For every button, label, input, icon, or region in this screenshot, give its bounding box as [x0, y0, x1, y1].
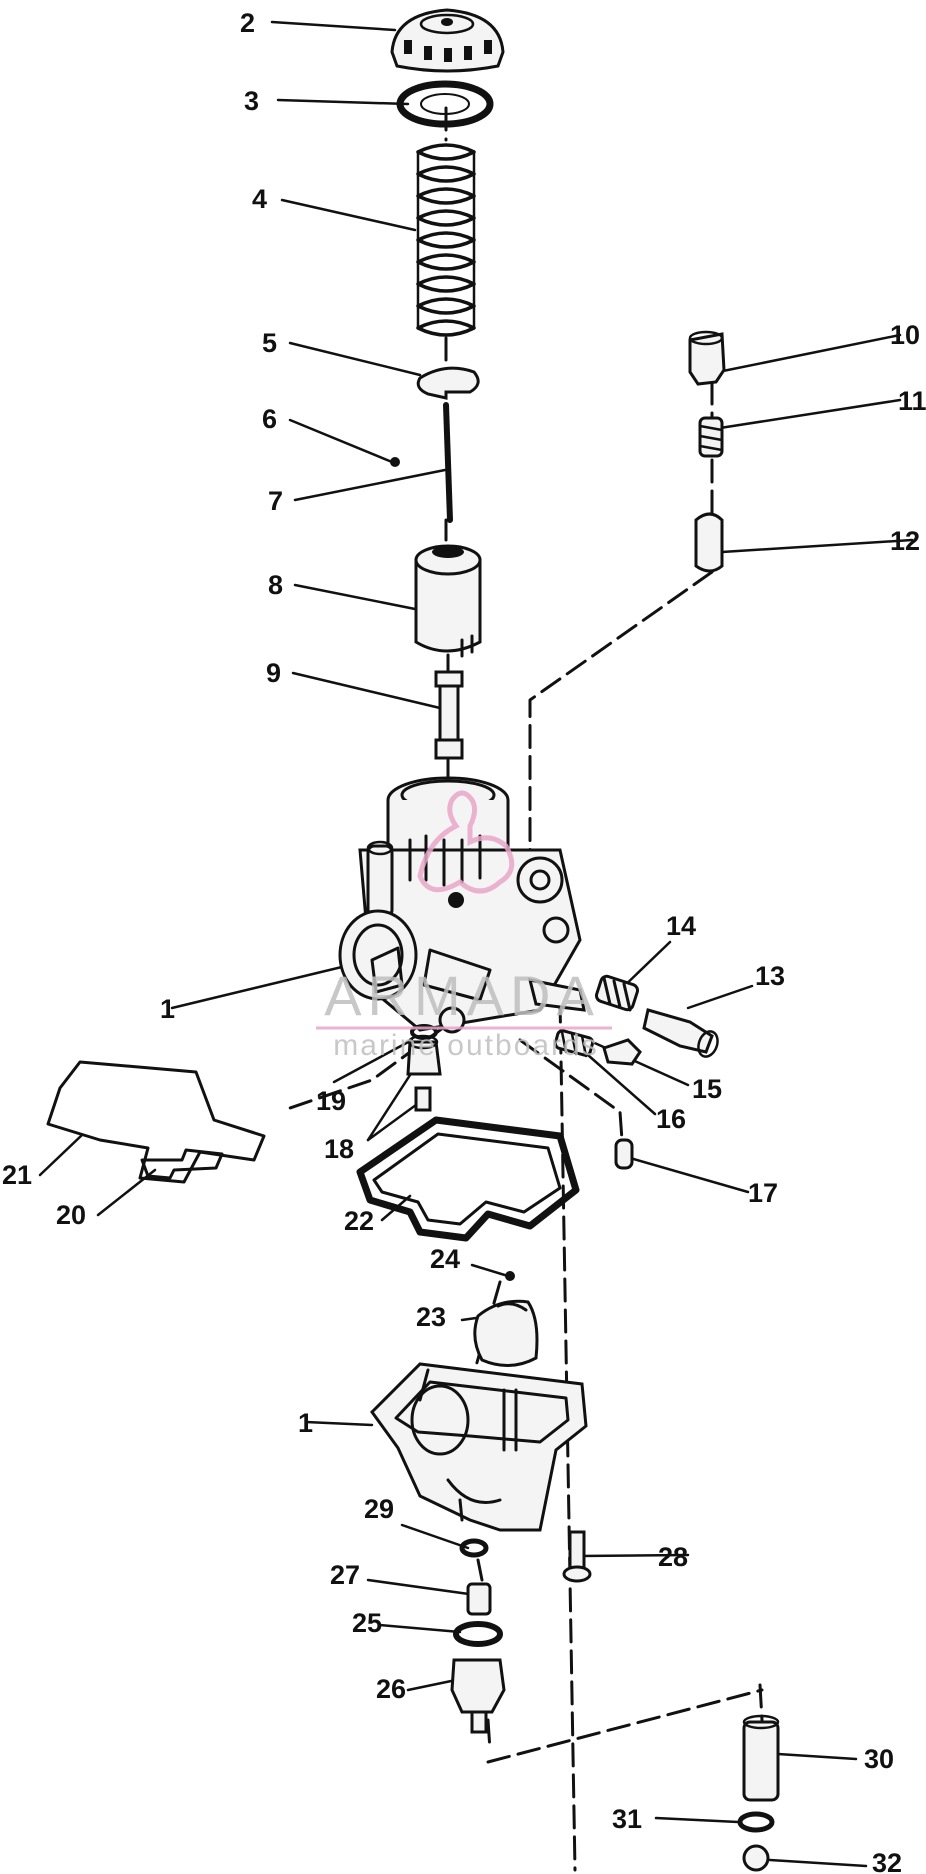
part-carburetor-body [338, 776, 586, 1034]
callout-7: 7 [268, 486, 283, 516]
part-float-bowl-gasket [356, 1116, 580, 1242]
callout-6: 6 [262, 404, 277, 434]
callout-9: 9 [266, 658, 281, 688]
callout-20: 20 [56, 1200, 86, 1230]
callout-21: 21 [2, 1160, 32, 1190]
watermark: ARMADA marine outboards [316, 790, 612, 1062]
callout-24: 24 [430, 1244, 460, 1274]
callout-1-bowl: 1 [298, 1408, 313, 1438]
callout-22: 22 [344, 1206, 374, 1236]
part-cap [390, 8, 505, 73]
callout-14: 14 [666, 911, 696, 941]
part-small-spring [698, 416, 724, 458]
watermark-brand: ARMADA [324, 964, 600, 1027]
part-gasket-sheet [46, 1060, 266, 1184]
callout-2: 2 [240, 8, 255, 38]
callout-17: 17 [748, 1178, 778, 1208]
callout-labels: 2 3 4 5 6 7 8 9 10 11 12 1 14 13 15 16 1… [2, 8, 926, 1874]
part-float-pin [505, 1271, 515, 1281]
callout-4: 4 [252, 184, 267, 214]
part-spring [416, 143, 476, 337]
callout-8: 8 [268, 570, 283, 600]
callout-32: 32 [872, 1848, 902, 1874]
watermark-tagline: marine outboards [333, 1029, 598, 1062]
part-plunger-cover [742, 1714, 780, 1802]
part-cover-screw [742, 1844, 770, 1872]
part-bowl-screw [562, 1530, 592, 1583]
callout-19: 19 [316, 1086, 346, 1116]
part-drain-washer [459, 1538, 489, 1558]
callout-13: 13 [755, 961, 785, 991]
part-clip [390, 457, 400, 467]
callout-15: 15 [692, 1074, 722, 1104]
callout-23: 23 [416, 1302, 446, 1332]
callout-11: 11 [898, 386, 926, 416]
callout-10: 10 [890, 320, 920, 350]
callout-18: 18 [324, 1134, 354, 1164]
callout-5: 5 [262, 328, 277, 358]
part-needle-jet [434, 670, 464, 760]
watermark-logo-icon [417, 790, 515, 894]
callout-12: 12 [890, 526, 920, 556]
part-pilot-spring [553, 1029, 595, 1058]
part-jet-needle [443, 402, 453, 523]
callout-26: 26 [376, 1674, 406, 1704]
callout-1-body: 1 [160, 994, 175, 1024]
part-main-jet [466, 1582, 492, 1616]
callout-27: 27 [330, 1560, 360, 1590]
callout-3: 3 [244, 86, 259, 116]
part-plug [614, 1138, 634, 1170]
part-o-ring-small [410, 1024, 438, 1040]
callout-30: 30 [864, 1744, 894, 1774]
callout-31: 31 [612, 1804, 642, 1834]
part-float-bowl [370, 1362, 588, 1532]
callout-25: 25 [352, 1608, 382, 1638]
part-retainer-plate [416, 366, 480, 400]
callout-28: 28 [658, 1542, 688, 1572]
part-float [473, 1299, 539, 1367]
part-pilot-screw [602, 1038, 642, 1066]
part-drain-plug [450, 1658, 506, 1734]
callout-16: 16 [656, 1104, 686, 1134]
part-washer [396, 80, 494, 128]
part-cover-washer [737, 1811, 775, 1833]
part-choke-plunger [694, 512, 724, 573]
part-idle-screw [642, 1008, 719, 1058]
part-throttle-valve [414, 544, 482, 658]
part-drain-o-ring [453, 1621, 503, 1647]
callout-29: 29 [364, 1494, 394, 1524]
part-adjuster-nut [688, 330, 726, 386]
part-idle-spring [594, 974, 640, 1012]
